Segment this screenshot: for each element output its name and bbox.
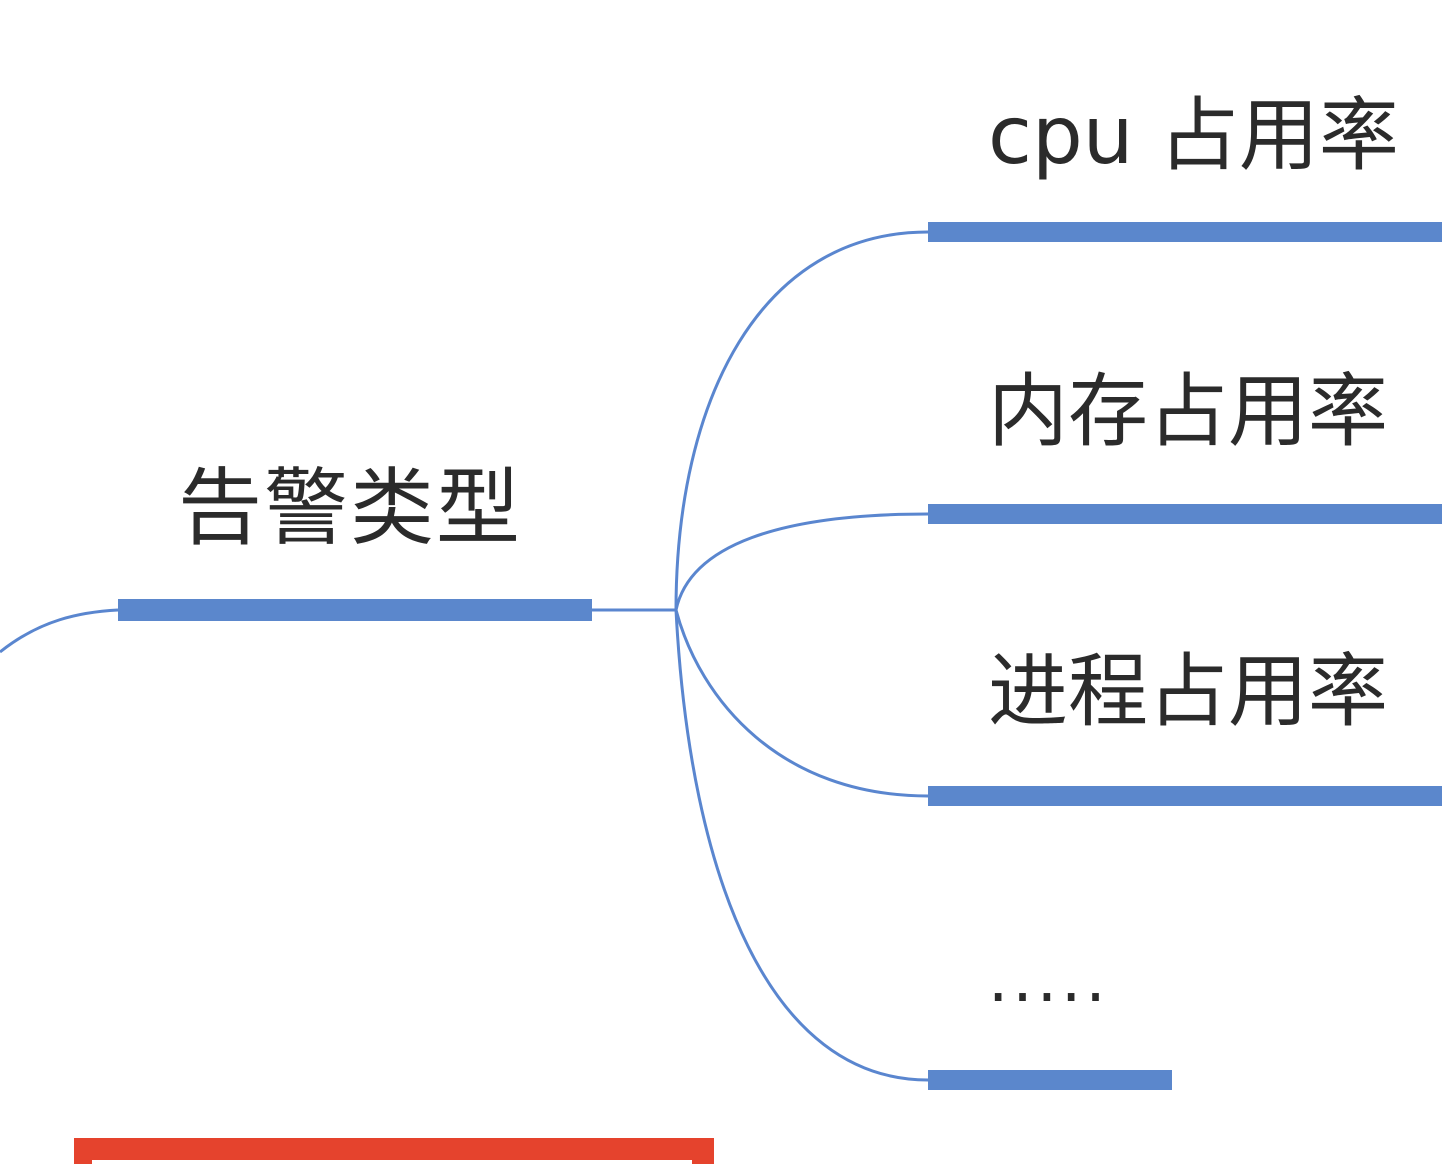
parent-connector [0,608,119,654]
root-node-label: 告警类型 [178,459,523,557]
branch-curve-more [674,609,929,1082]
branch-curve-process [674,609,929,798]
child-node-cpu-label: cpu 占用率 [988,89,1399,182]
branch-curve-memory [674,512,929,611]
highlight-box [74,1138,714,1164]
highlight-box-inner [92,1160,692,1164]
child-node-more-label: ..... [988,943,1110,1017]
branch-curve-cpu [674,230,929,611]
child-node-process-label: 进程占用率 [988,645,1388,738]
child-node-memory-label: 内存占用率 [988,365,1388,458]
